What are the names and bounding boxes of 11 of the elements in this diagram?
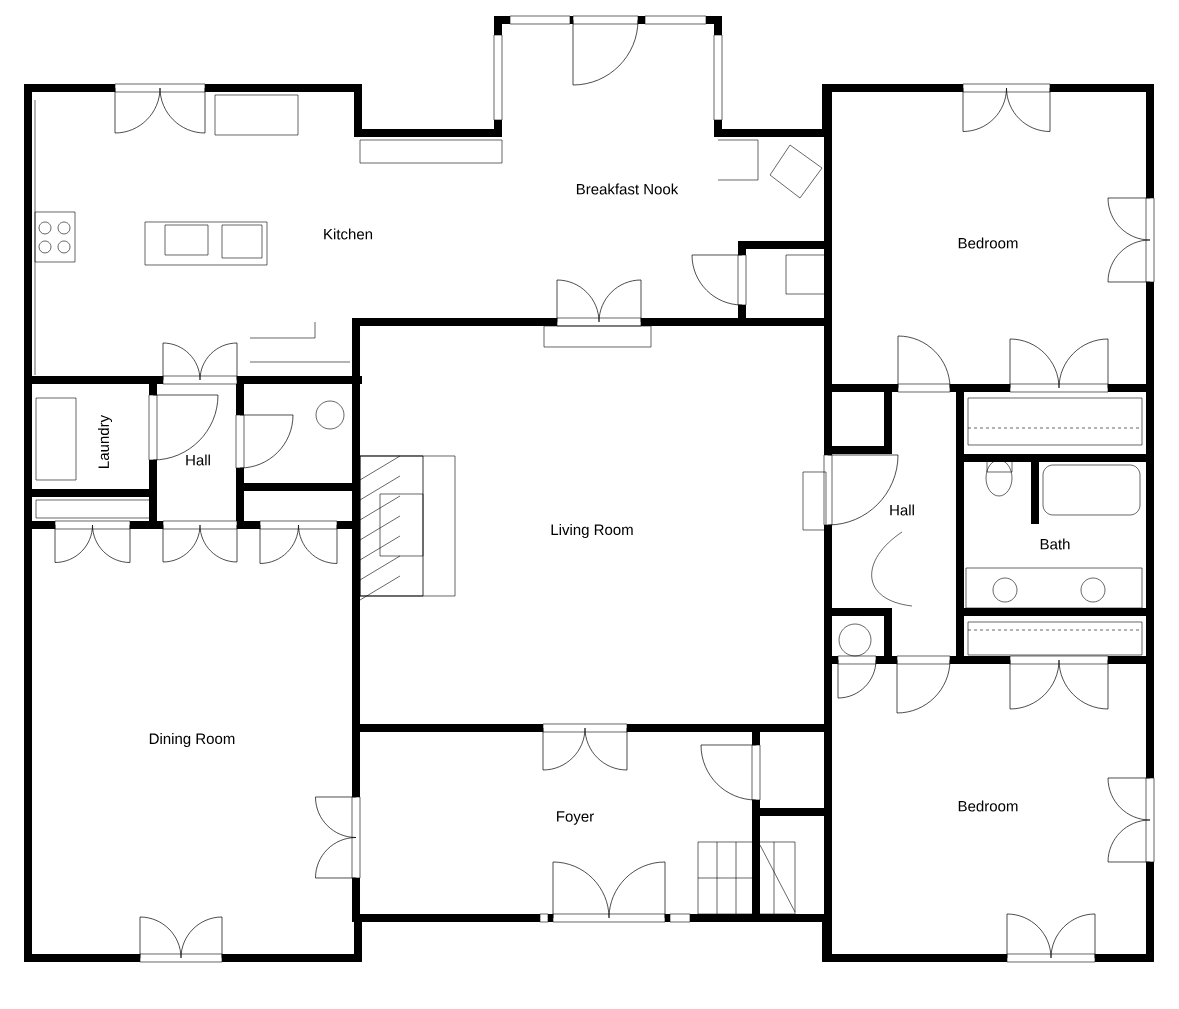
room-label: Breakfast Nook [576, 183, 679, 195]
room-label: Bedroom [958, 800, 1018, 812]
room-label: Living Room [551, 524, 633, 538]
room-label: Kitchen [324, 228, 373, 240]
room-label: Laundry [98, 414, 112, 468]
room-label: Foyer [557, 811, 594, 825]
room-label: Bath [1040, 538, 1070, 550]
room-label: Bedroom [958, 237, 1018, 249]
room-label: Hall [186, 454, 210, 466]
room-label: Hall [890, 504, 914, 516]
room-label: Dining Room [149, 733, 235, 747]
